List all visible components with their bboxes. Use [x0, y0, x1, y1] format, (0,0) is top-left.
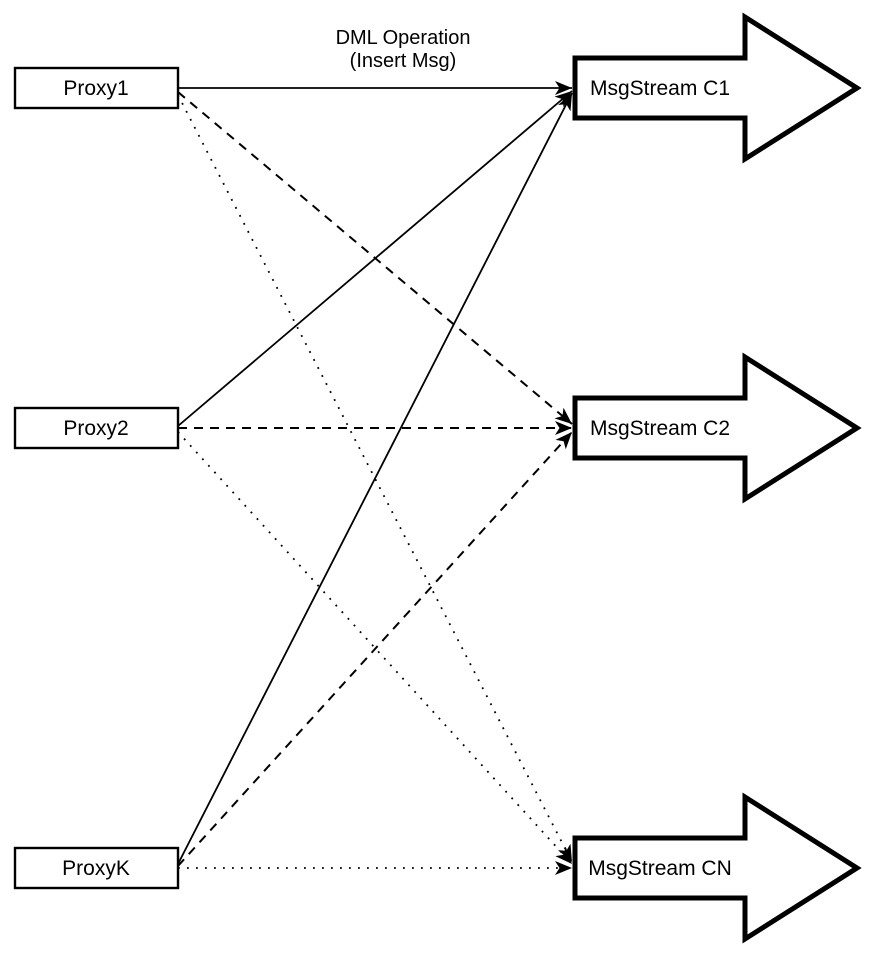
- msgstream-c2-node: MsgStream C2: [572, 352, 862, 504]
- edge-proxyk-msgstream-c2: [177, 431, 573, 867]
- annotation-line2: (Insert Msg): [350, 50, 457, 72]
- proxy1-label: Proxy1: [63, 77, 128, 100]
- msgstream-c1-label: MsgStream C1: [590, 77, 730, 100]
- msgstream-cn-label: MsgStream CN: [588, 857, 732, 880]
- proxy1-box: [13, 66, 180, 110]
- edge-proxyk-msgstream-c1: [177, 92, 573, 865]
- proxyk-node: ProxyK: [13, 846, 180, 890]
- proxyk-label: ProxyK: [62, 857, 130, 880]
- edge-proxy2-msgstream-cn: [177, 431, 573, 865]
- proxy2-box: [13, 406, 180, 450]
- msgstream-cn-node: MsgStream CN: [572, 792, 862, 944]
- proxyk-box: [13, 846, 180, 890]
- msgstream-c2-label: MsgStream C2: [590, 417, 730, 440]
- annotation-line1: DML Operation: [336, 27, 471, 49]
- proxy2-node: Proxy2: [13, 406, 180, 450]
- msgstream-c2-arrow-shape: [572, 352, 862, 504]
- proxy1-node: Proxy1: [13, 66, 180, 110]
- msgstream-c1-arrow-shape: [572, 12, 862, 164]
- proxy2-label: Proxy2: [63, 417, 128, 440]
- msgstream-cn-arrow-shape: [572, 792, 862, 944]
- edge-proxy1-msgstream-c2: [177, 91, 573, 425]
- msgstream-c1-node: MsgStream C1: [572, 12, 862, 164]
